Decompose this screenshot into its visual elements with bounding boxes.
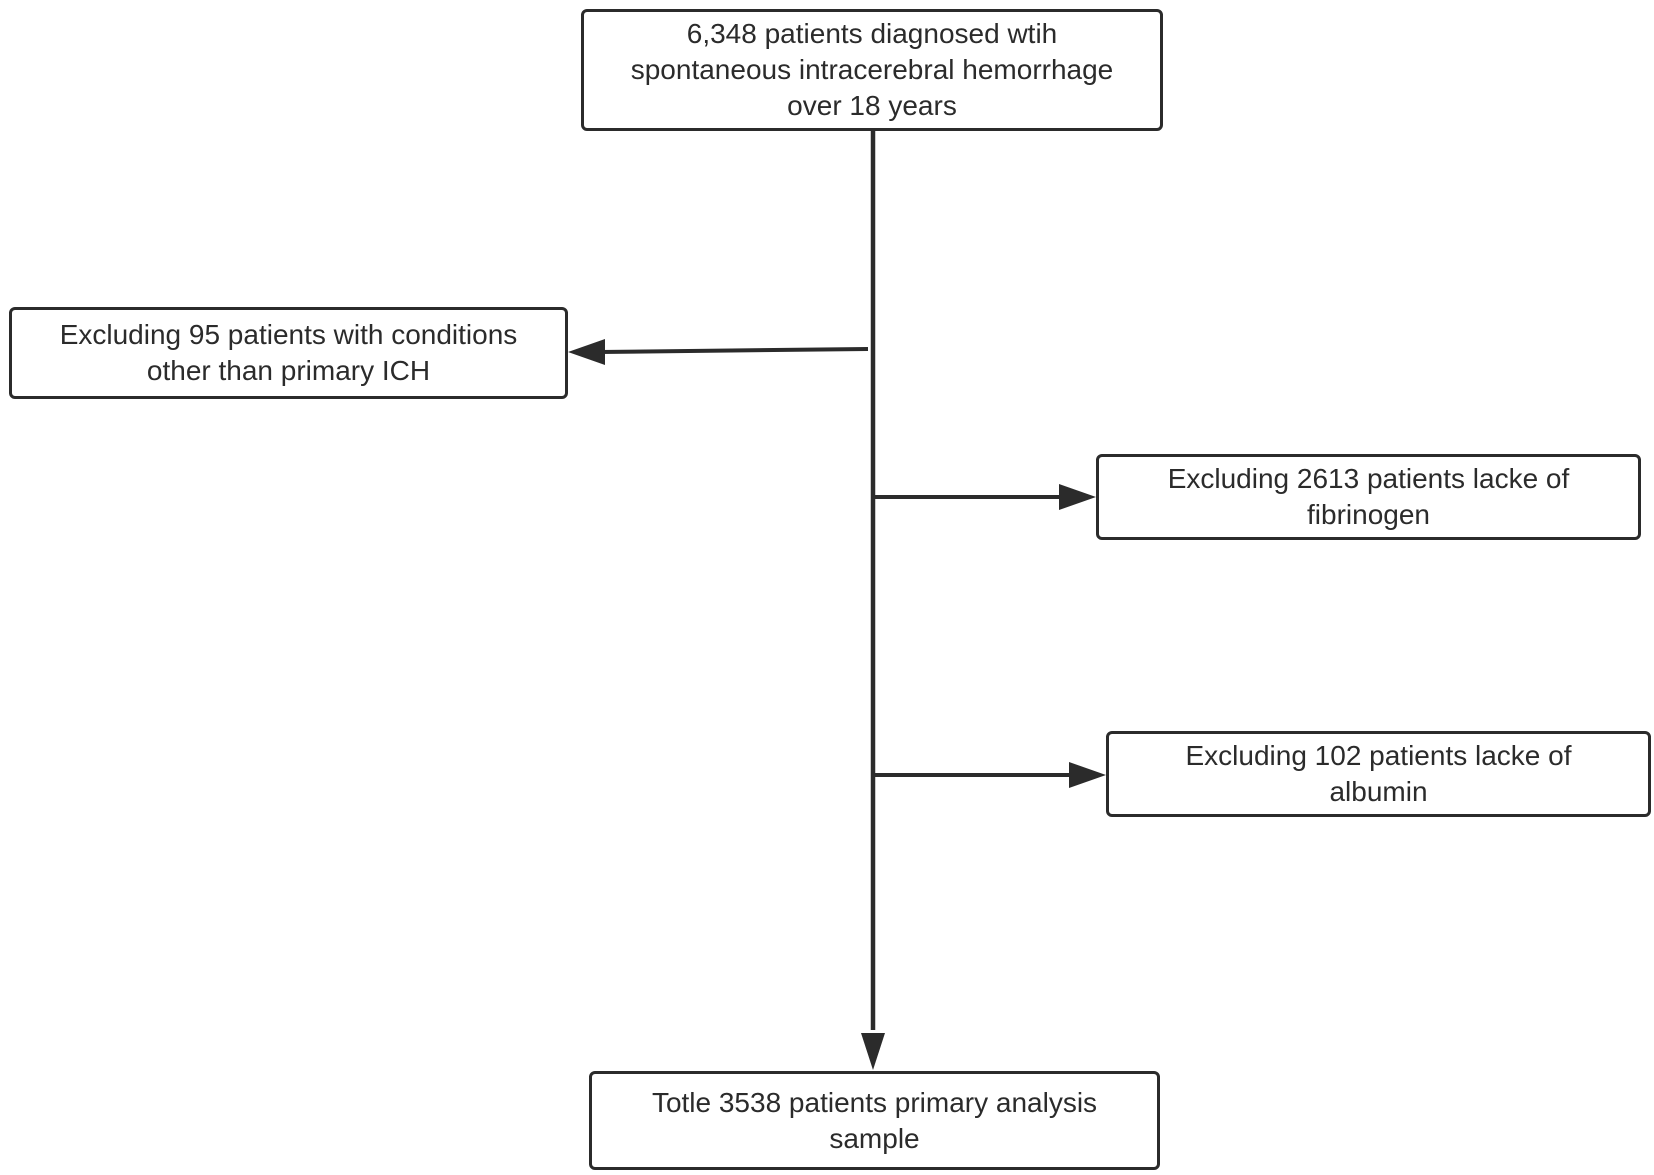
start-box: 6,348 patients diagnosed wtih spontaneou… xyxy=(581,9,1163,131)
exclusion-box-2-line-2: fibrinogen xyxy=(1307,499,1430,530)
exclusion-box-1: Excluding 95 patients with conditions ot… xyxy=(9,307,568,399)
exclusion-box-2-line-1: Excluding 2613 patients lacke of xyxy=(1167,463,1570,494)
exclusion-box-3-line-2: albumin xyxy=(1329,776,1428,807)
start-box-line-1: 6,348 patients diagnosed wtih xyxy=(686,18,1058,49)
exclusion-1-arrowhead xyxy=(568,339,605,365)
exclusion-box-1-line-1: Excluding 95 patients with conditions xyxy=(59,319,518,350)
final-box: Totle 3538 patients primary analysis sam… xyxy=(589,1071,1160,1170)
start-box-line-2: spontaneous intracerebral hemorrhage xyxy=(630,54,1114,85)
exclusion-3-arrowhead xyxy=(1069,762,1106,788)
exclusion-box-3-line-1: Excluding 102 patients lacke of xyxy=(1185,740,1572,771)
exclusion-box-3: Excluding 102 patients lacke of albumin xyxy=(1106,731,1651,817)
exclusion-1-connector xyxy=(599,347,869,354)
start-box-line-3: over 18 years xyxy=(787,90,957,121)
exclusion-box-1-line-2: other than primary ICH xyxy=(146,355,431,386)
final-box-line-1: Totle 3538 patients primary analysis xyxy=(651,1086,1098,1118)
final-box-line-2: sample xyxy=(829,1122,920,1154)
exclusion-2-arrowhead xyxy=(1059,484,1096,510)
main-flow-arrowhead xyxy=(861,1033,885,1070)
exclusion-box-2: Excluding 2613 patients lacke of fibrino… xyxy=(1096,454,1641,540)
